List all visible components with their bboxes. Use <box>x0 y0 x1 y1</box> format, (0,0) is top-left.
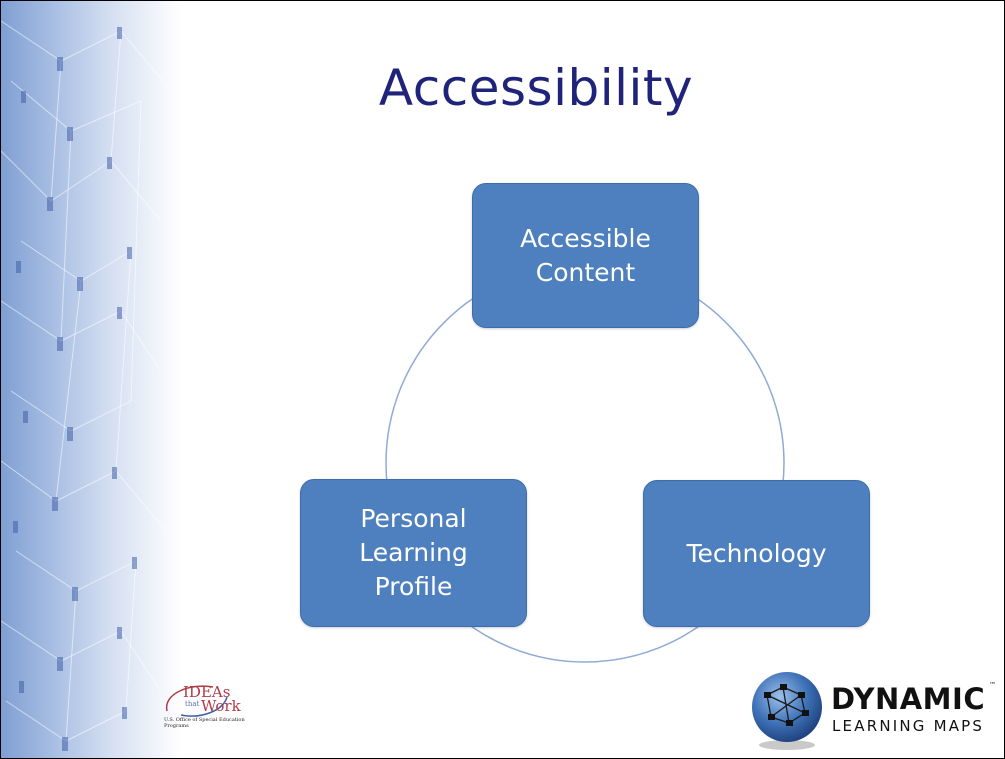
diagram-node-accessible-content: Accessible Content <box>472 183 699 328</box>
node-label: Accessible Content <box>520 223 651 287</box>
ideas-word: IDEAs <box>183 683 231 701</box>
ideas-subtitle: U.S. Office of Special Education Program… <box>164 717 245 729</box>
globe-network-icon <box>752 672 822 750</box>
ideas-swoosh-icon <box>166 685 228 717</box>
diagram-node-personal-learning-profile: Personal Learning Profile <box>300 479 527 627</box>
ideas-that-work-logo: IDEAs that Work U.S. Office of Special E… <box>161 681 246 733</box>
network-pattern <box>1 20 172 751</box>
dynamic-learning-maps-logo: DYNAMIC ™ LEARNING MAPS <box>745 665 1000 753</box>
ideas-work-word: Work <box>201 697 241 715</box>
slide-title: Accessibility <box>378 59 694 117</box>
dlm-trademark: ™ <box>989 681 996 689</box>
node-label: Personal Learning Profile <box>359 504 468 601</box>
dlm-brand-name: DYNAMIC <box>831 682 986 716</box>
ideas-that-word: that <box>185 700 200 708</box>
node-label: Technology <box>686 538 827 568</box>
diagram-node-technology: Technology <box>643 480 870 627</box>
dlm-tagline: LEARNING MAPS <box>832 717 985 735</box>
network-background-band <box>1 1 181 758</box>
